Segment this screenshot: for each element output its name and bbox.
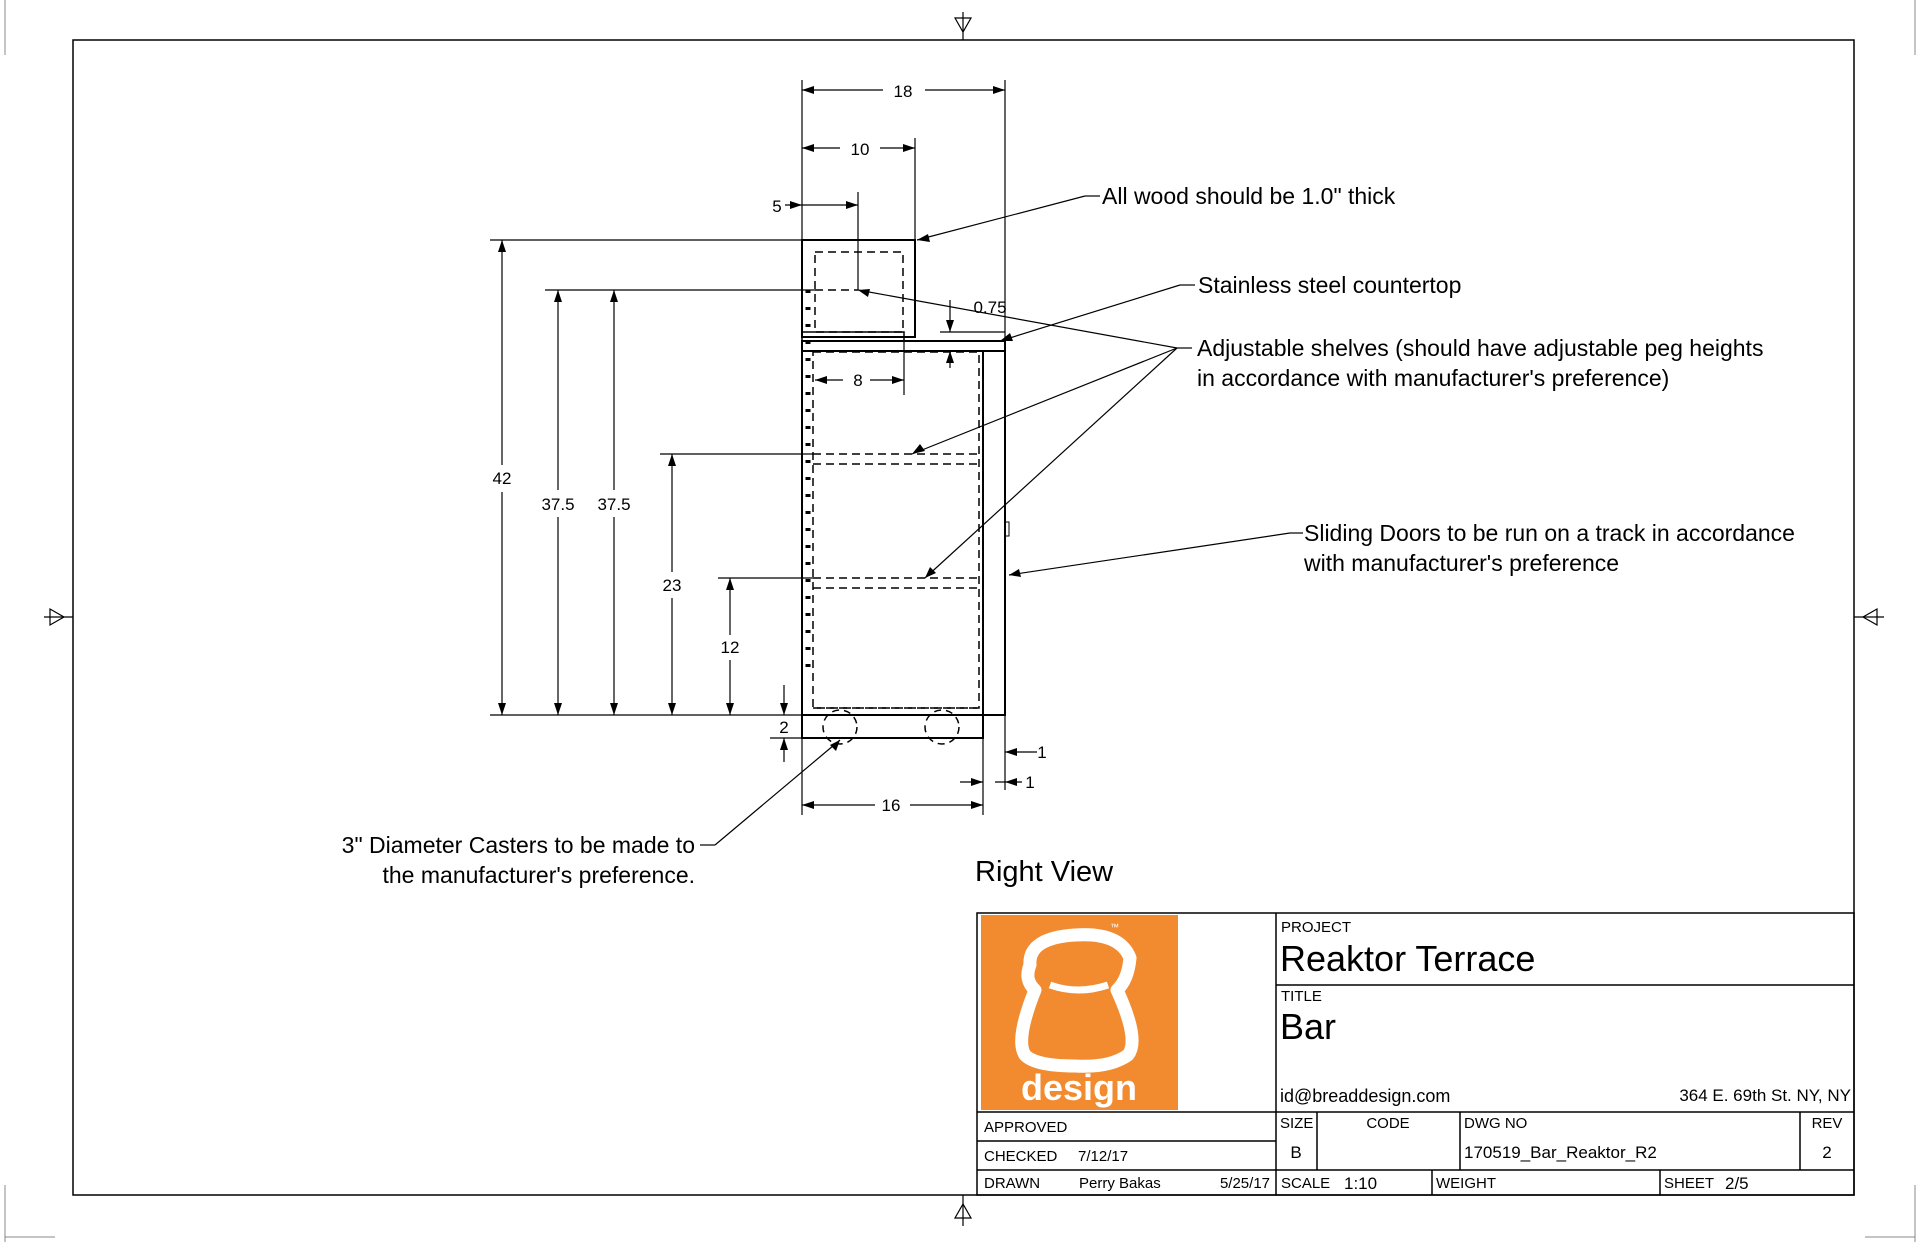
- dwg-no-value: 170519_Bar_Reaktor_R2: [1464, 1143, 1657, 1162]
- contact-email: id@breaddesign.com: [1280, 1086, 1450, 1106]
- weight-label: WEIGHT: [1436, 1175, 1496, 1192]
- dim-height-a: 37.5: [541, 495, 574, 514]
- scale-label: SCALE: [1281, 1175, 1330, 1192]
- project-name: Reaktor Terrace: [1280, 938, 1535, 979]
- dim-overall-height: 42: [493, 469, 512, 488]
- leader-lines: [700, 195, 1303, 846]
- rev-value: 2: [1822, 1143, 1831, 1162]
- drawn-date: 5/25/17: [1220, 1175, 1270, 1192]
- scale-value: 1:10: [1344, 1174, 1377, 1193]
- checked-label: CHECKED: [984, 1148, 1058, 1165]
- logo-tm: ™: [1110, 922, 1119, 932]
- logo-bread-shape: [1015, 928, 1139, 1073]
- drawing-border: [72, 39, 1855, 1196]
- note-wood: All wood should be 1.0" thick: [1102, 183, 1396, 209]
- note-countertop: Stainless steel countertop: [1198, 272, 1461, 298]
- size-label: SIZE: [1280, 1115, 1313, 1132]
- checked-date: 7/12/17: [1078, 1148, 1128, 1165]
- dimension-labels: 18 10 5 0.75 8 42 37.5 37.5 23 12 2 16 1…: [493, 82, 1047, 815]
- leader-arrows: [830, 234, 1021, 751]
- sheet-label: SHEET: [1664, 1175, 1714, 1192]
- drawing-title: Bar: [1280, 1006, 1336, 1047]
- size-value: B: [1290, 1143, 1301, 1162]
- dim-upper-depth: 10: [851, 140, 870, 159]
- logo-background: [981, 915, 1178, 1110]
- note-shelves-2: in accordance with manufacturer's prefer…: [1197, 365, 1669, 391]
- dwg-no-label: DWG NO: [1464, 1115, 1527, 1132]
- dimension-arrows: [498, 86, 1017, 809]
- note-doors-2: with manufacturer's preference: [1303, 550, 1619, 576]
- approved-label: APPROVED: [984, 1119, 1068, 1136]
- rev-label: REV: [1812, 1115, 1843, 1132]
- note-shelves-1: Adjustable shelves (should have adjustab…: [1197, 335, 1763, 361]
- note-casters-2: the manufacturer's preference.: [383, 862, 696, 888]
- code-label: CODE: [1366, 1115, 1409, 1132]
- dim-base-width: 16: [882, 796, 901, 815]
- view-label: Right View: [975, 856, 1114, 888]
- annotation-notes: All wood should be 1.0" thick Stainless …: [342, 183, 1795, 888]
- dim-shelf-height-upper: 23: [663, 576, 682, 595]
- dimension-lines: [490, 80, 1037, 815]
- contact-address: 364 E. 69th St. NY, NY: [1679, 1086, 1851, 1105]
- dim-overall-width: 18: [894, 82, 913, 101]
- title-label: TITLE: [1281, 988, 1322, 1005]
- sheet-value: 2/5: [1725, 1174, 1749, 1193]
- cabinet-right-view: [801, 239, 1010, 745]
- dim-door-offset-b: 1: [1025, 773, 1034, 792]
- dim-upper-offset: 5: [772, 197, 781, 216]
- dim-height-b: 37.5: [597, 495, 630, 514]
- logo-text: design: [1021, 1067, 1137, 1108]
- crop-marks: [4, 0, 1916, 1242]
- drawn-label: DRAWN: [984, 1175, 1040, 1192]
- dim-shelf-height-lower: 12: [721, 638, 740, 657]
- dim-shelf-depth: 8: [853, 371, 862, 390]
- title-block: ™ design PROJECT Reaktor Terrace TITLE B…: [976, 912, 1855, 1196]
- drawn-by: Perry Bakas: [1079, 1175, 1161, 1192]
- note-doors-1: Sliding Doors to be run on a track in ac…: [1304, 520, 1795, 546]
- note-casters-1: 3" Diameter Casters to be made to: [342, 832, 695, 858]
- dim-base-clearance: 2: [779, 718, 788, 737]
- dim-door-offset-a: 1: [1037, 743, 1046, 762]
- project-label: PROJECT: [1281, 919, 1351, 936]
- bread-design-logo: ™ design: [981, 915, 1178, 1110]
- centering-marks: [44, 12, 1884, 1226]
